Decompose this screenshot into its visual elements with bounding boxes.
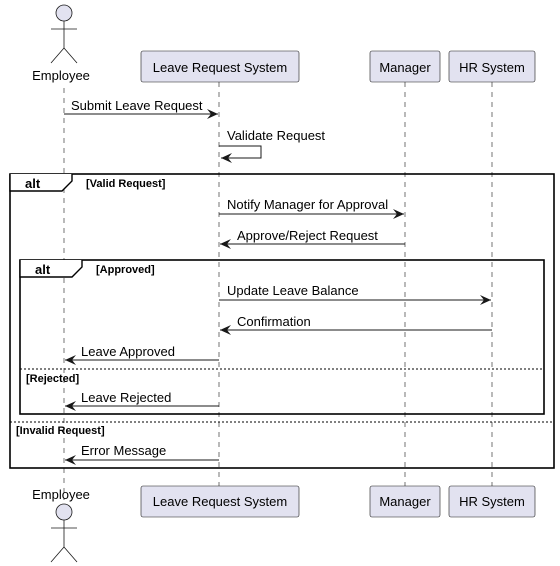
message-label-error: Error Message xyxy=(81,443,166,458)
alt-fragment-outer-tab xyxy=(9,174,73,192)
alt-fragment-inner xyxy=(19,259,545,415)
participant-manager-top: Manager xyxy=(369,50,441,83)
participant-label-leave-system-top: Leave Request System xyxy=(153,60,287,75)
message-label-notify-manager: Notify Manager for Approval xyxy=(227,197,388,212)
actor-employee-bottom xyxy=(50,503,78,563)
alt-fragment-outer xyxy=(9,173,555,469)
participant-hr-system-bottom: HR System xyxy=(448,485,536,518)
participant-label-manager-top: Manager xyxy=(379,60,431,75)
alt-keyword-outer: alt xyxy=(25,176,41,191)
participant-leave-system-bottom: Leave Request System xyxy=(140,485,300,518)
message-label-validate: Validate Request xyxy=(227,128,325,143)
message-label-approve-reject: Approve/Reject Request xyxy=(237,228,378,243)
actor-head xyxy=(55,4,73,22)
participant-leave-system-top: Leave Request System xyxy=(140,50,300,83)
actor-employee-top xyxy=(50,4,78,64)
message-label-leave-approved: Leave Approved xyxy=(81,344,175,359)
alt-guard-valid: [Valid Request] xyxy=(86,178,166,190)
actor-head xyxy=(55,503,73,521)
alt-guard-invalid: [Invalid Request] xyxy=(16,425,105,437)
message-label-update-balance: Update Leave Balance xyxy=(227,283,359,298)
alt-guard-rejected: [Rejected] xyxy=(26,373,80,385)
participant-manager-bottom: Manager xyxy=(369,485,441,518)
participant-label-leave-system-bottom: Leave Request System xyxy=(153,494,287,509)
alt-guard-approved: [Approved] xyxy=(96,264,155,276)
message-label-confirmation: Confirmation xyxy=(237,314,311,329)
message-label-submit: Submit Leave Request xyxy=(71,98,203,113)
message-label-leave-rejected: Leave Rejected xyxy=(81,390,171,405)
alt-keyword-inner: alt xyxy=(35,262,51,277)
participant-hr-system-top: HR System xyxy=(448,50,536,83)
participant-label-employee-top: Employee xyxy=(32,68,90,83)
alt-fragment-inner-tab xyxy=(19,260,83,278)
participant-label-manager-bottom: Manager xyxy=(379,494,431,509)
participant-label-employee-bottom: Employee xyxy=(32,487,90,502)
participant-label-hr-system-bottom: HR System xyxy=(459,494,525,509)
message-arrow-validate xyxy=(219,145,262,163)
participant-label-hr-system-top: HR System xyxy=(459,60,525,75)
